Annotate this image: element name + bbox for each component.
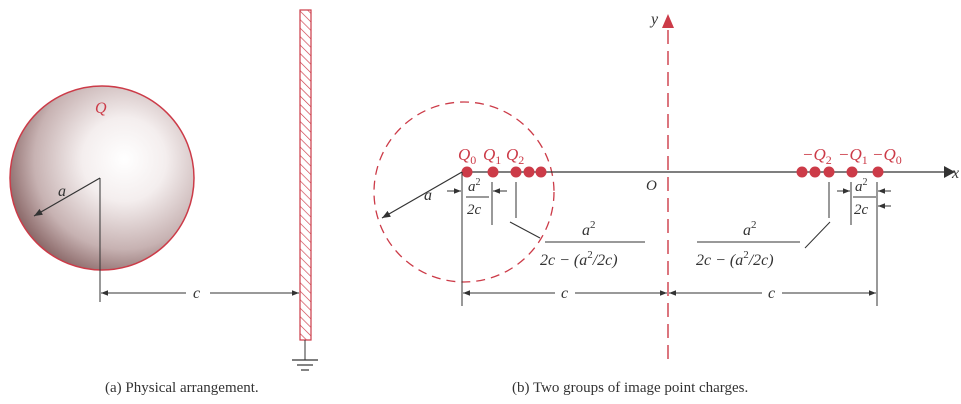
charge-q4-dot (535, 166, 547, 178)
image-radius-line (381, 171, 463, 219)
svg-text:a2: a2 (743, 219, 757, 239)
x-axis-arrowhead (944, 166, 955, 178)
image-radius-label: a (424, 187, 432, 204)
svg-text:2c: 2c (467, 202, 482, 218)
caption-b: (b) Two groups of image point charges. (512, 380, 749, 396)
fraction-big-right: a2 2c − (a2/2c) (696, 219, 800, 269)
radius-label: a (58, 183, 66, 200)
left-charge-labels: Q0 Q1 Q2 (458, 145, 524, 168)
svg-text:a2: a2 (582, 219, 596, 239)
charge-neg-q4-dot (796, 166, 808, 178)
fraction-a2-over-2c-left: a2 2c (466, 177, 489, 218)
leader-left (509, 221, 541, 239)
radius-line (33, 177, 101, 217)
x-axis-label: x (951, 165, 959, 182)
svg-text:2c − (a2/2c): 2c − (a2/2c) (540, 249, 618, 269)
distance-c-left-label: c (561, 285, 568, 302)
charge-q2-dot (510, 166, 522, 178)
fraction-big-left: a2 2c − (a2/2c) (540, 219, 645, 269)
charge-neg-q3-dot (809, 166, 821, 178)
sphere-charge-label: Q (95, 100, 107, 117)
svg-text:a2: a2 (468, 177, 481, 195)
y-axis-arrowhead (662, 14, 674, 28)
distance-c-right-label: c (768, 285, 775, 302)
svg-text:a2: a2 (855, 177, 868, 195)
caption-a: (a) Physical arrangement. (105, 380, 259, 396)
panel-a: Q a c (9, 9, 318, 371)
distance-c-label: c (193, 285, 200, 302)
leader-right (804, 221, 831, 249)
image-sphere-outline (373, 101, 555, 283)
origin-label: O (646, 178, 657, 194)
charge-q0-dot (461, 166, 473, 178)
right-charge-labels: −Q2 −Q1 −Q0 (802, 145, 902, 168)
svg-text:2c: 2c (854, 202, 869, 218)
y-axis-label: y (649, 11, 659, 28)
grounded-plane (299, 9, 312, 341)
conducting-sphere (9, 85, 195, 271)
charge-neg-q2-dot (823, 166, 835, 178)
charge-q1-dot (487, 166, 499, 178)
svg-text:2c − (a2/2c): 2c − (a2/2c) (696, 249, 774, 269)
charge-neg-q1-dot (846, 166, 858, 178)
panel-b: x y O Q0 Q1 Q2 −Q2 −Q1 −Q0 a (373, 11, 959, 360)
charge-neg-q0-dot (872, 166, 884, 178)
fraction-a2-over-2c-right: a2 2c (853, 177, 876, 218)
charge-q3-dot (523, 166, 535, 178)
ground-symbol (292, 340, 318, 371)
